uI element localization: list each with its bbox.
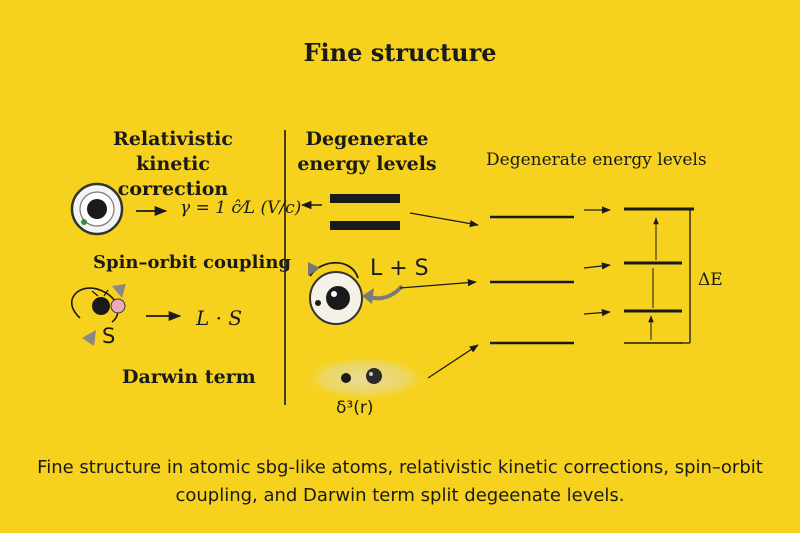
degenerate-bar-bottom bbox=[330, 221, 400, 230]
arrow-ls-to-level bbox=[399, 279, 477, 289]
diagram-title: Fine structure bbox=[303, 38, 497, 67]
arrow-split-3 bbox=[583, 308, 611, 317]
spin-s-label: S bbox=[102, 324, 116, 348]
spinning-electron-icon bbox=[71, 284, 126, 346]
atom-icon bbox=[70, 182, 124, 236]
degenerate-bar-top bbox=[330, 194, 400, 203]
degenerate-heading-right: Degenerate energy levels bbox=[486, 150, 707, 170]
degenerate-heading: Degenerate energy levels bbox=[297, 128, 437, 175]
arrow-bars-to-levels bbox=[409, 212, 479, 228]
caption: Fine structure in atomic sbg-like atoms,… bbox=[37, 457, 763, 506]
ls-formula: L · S bbox=[196, 306, 243, 330]
l-plus-s-label: L + S bbox=[370, 256, 429, 281]
arrow-darwin-to-level bbox=[427, 344, 479, 379]
arrow-split-2 bbox=[583, 262, 611, 270]
spin-orbit-heading: Spin–orbit coupling bbox=[93, 252, 291, 273]
darwin-formula: δ³(r) bbox=[336, 398, 374, 418]
relativistic-heading: Relativistic kinetic correction bbox=[113, 128, 233, 200]
darwin-heading: Darwin term bbox=[122, 366, 256, 388]
eye-orbit-icon bbox=[308, 261, 404, 325]
darwin-cloud-icon bbox=[303, 356, 427, 400]
delta-e-label: ΔE bbox=[698, 270, 723, 290]
gamma-formula: γ = 1 ĉ⁄L (V/c) bbox=[180, 198, 302, 218]
